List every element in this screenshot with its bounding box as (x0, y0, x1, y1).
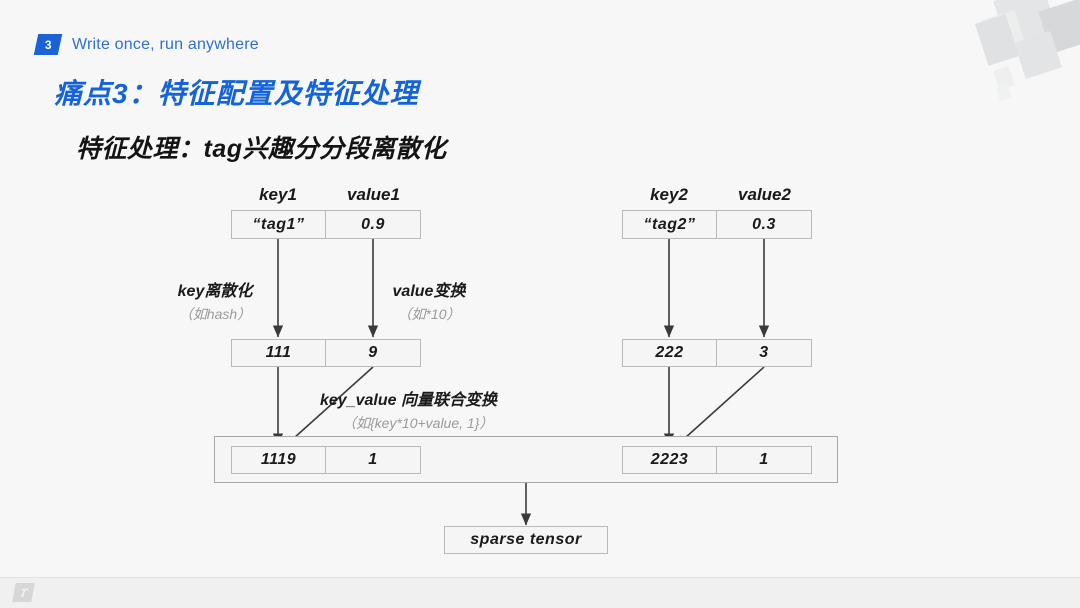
note-value-transform-sub: （如*10） (397, 306, 461, 322)
header: 3 Write once, run anywhere (33, 34, 259, 55)
cell-input-value1: 0.9 (325, 210, 421, 239)
note-value-transform-main: value变换 (392, 283, 466, 300)
cell-combined-key1: 1119 (231, 446, 326, 474)
note-key-value-combine-sub: （如{key*10+value, 1}） (342, 415, 494, 431)
cell-input-key2: “tag2” (622, 210, 717, 239)
cell-transformed-value2: 3 (716, 339, 812, 367)
cell-combined-value1: 1 (325, 446, 421, 474)
cell-transformed-value1: 9 (325, 339, 421, 367)
note-key-discretize-main: key离散化 (177, 283, 253, 300)
cell-combined-key2: 2223 (622, 446, 717, 474)
cell-transformed-key1: 111 (231, 339, 326, 367)
column-label-value1: value1 (347, 185, 400, 204)
column-label-key2: key2 (650, 185, 688, 204)
kicker-text: Write once, run anywhere (72, 35, 259, 53)
decorative-square-7 (996, 84, 1012, 102)
cell-input-key1: “tag1” (231, 210, 326, 239)
footer-bar (0, 577, 1080, 608)
note-key-discretize-sub: （如hash） (178, 306, 252, 322)
cell-input-value2: 0.3 (716, 210, 812, 239)
footer-logo: T (12, 583, 35, 602)
footer-logo-glyph: T (18, 585, 29, 600)
note-key-value-combine-main: key_value 向量联合变换 (320, 392, 497, 409)
slide-number-badge: 3 (33, 34, 63, 55)
cell-combined-value2: 1 (716, 446, 812, 474)
slide-number-text: 3 (44, 37, 52, 52)
page-subtitle: 特征处理：tag兴趣分分段离散化 (76, 135, 447, 163)
note-value-transform: value变换 （如*10） (374, 277, 484, 324)
page-title: 痛点3：特征配置及特征处理 (54, 78, 419, 109)
column-label-key1: key1 (259, 185, 297, 204)
note-key-value-combine: key_value 向量联合变换 （如{key*10+value, 1}） (320, 386, 690, 433)
output-sparse-tensor: sparse tensor (444, 526, 608, 554)
cell-transformed-key2: 222 (622, 339, 717, 367)
note-key-discretize: key离散化 （如hash） (160, 277, 270, 324)
column-label-value2: value2 (738, 185, 791, 204)
